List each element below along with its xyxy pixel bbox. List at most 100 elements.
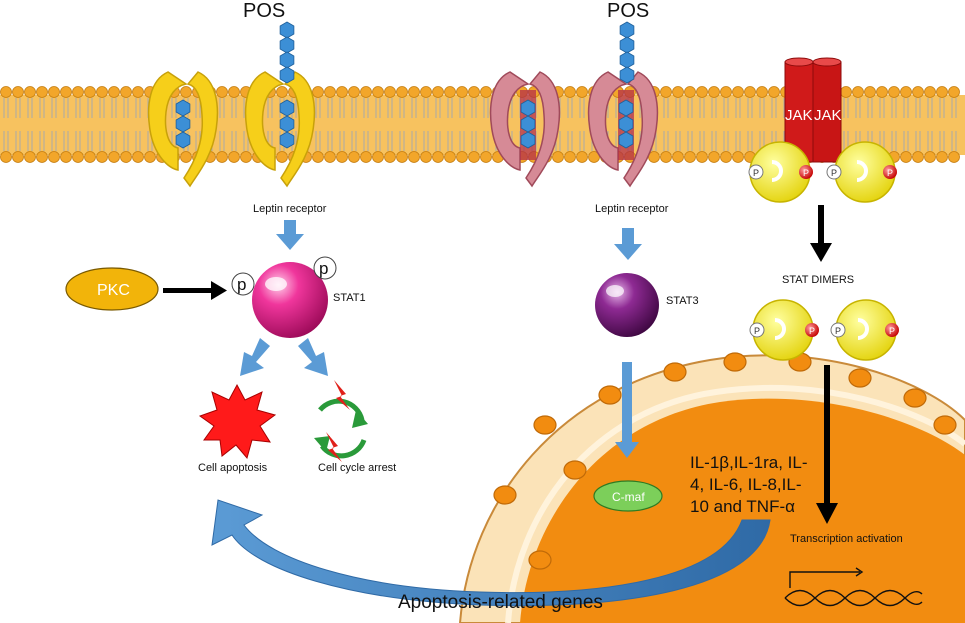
stat1-protein: p p — [231, 256, 337, 338]
lipid-head — [732, 151, 744, 163]
lipid-tail — [267, 98, 273, 151]
phospho-white — [749, 322, 765, 338]
pos-hexagon — [279, 36, 295, 54]
lipid-head — [72, 151, 84, 163]
lipid-tail — [135, 98, 141, 151]
pos-hexagon — [619, 66, 635, 84]
lipid-head — [72, 86, 84, 98]
gene-icon — [784, 567, 923, 607]
receptor-subunit — [623, 71, 659, 188]
lipid-tail — [195, 98, 201, 151]
lipid-head — [84, 86, 96, 98]
lipid-head — [576, 151, 588, 163]
lipid-tail — [579, 98, 585, 151]
pos-hexagon — [279, 66, 295, 84]
pos-hexagon-chain — [520, 99, 536, 149]
phospho-red — [883, 165, 897, 179]
pos-hexagon — [520, 131, 536, 149]
lipid-head — [108, 151, 120, 163]
nuclear-pore — [848, 368, 872, 388]
pos-hexagon — [279, 131, 295, 149]
arrow-transcription-head — [816, 503, 838, 524]
lipid-head — [360, 86, 372, 98]
lipid-tail — [927, 98, 933, 151]
dimer-curl-icon — [856, 160, 868, 182]
lipid-tail — [447, 98, 453, 151]
jak-label: JAK — [785, 107, 813, 124]
phospho-label: p — [237, 275, 246, 294]
lipid-head — [372, 86, 384, 98]
lipid-tail — [435, 98, 441, 151]
nuclear-pore — [723, 352, 747, 372]
arrow-receptor-to-stat3 — [614, 228, 642, 260]
lipid-head — [936, 86, 948, 98]
stat3-label: STAT3 — [666, 295, 699, 307]
pos-hexagon — [618, 115, 634, 133]
phospho-letter: P — [887, 168, 893, 178]
cmaf-label: C-maf — [612, 490, 645, 504]
lipid-head — [696, 151, 708, 163]
lipid-head — [324, 151, 336, 163]
lipid-head — [60, 86, 72, 98]
lightning-icon — [326, 432, 342, 462]
phospho-letter: P — [753, 168, 759, 178]
lipid-head — [420, 86, 432, 98]
nuclear-pore — [598, 385, 622, 405]
lipid-head — [840, 86, 852, 98]
lipid-head — [696, 86, 708, 98]
lipid-tail — [567, 98, 573, 151]
lipid-head — [672, 151, 684, 163]
lipid-head — [348, 86, 360, 98]
pos-hexagon — [520, 115, 536, 133]
lipid-tail — [27, 98, 33, 151]
pos-hexagon — [619, 51, 635, 69]
stat-dimers-label: STAT DIMERS — [782, 274, 855, 286]
stat3-highlight — [606, 285, 624, 297]
lipid-head — [60, 151, 72, 163]
lipid-tail — [471, 98, 477, 151]
lipid-head — [240, 151, 252, 163]
leptin-receptor-left — [147, 71, 316, 188]
lipid-tail — [867, 98, 873, 151]
lipid-head — [108, 86, 120, 98]
lipid-heads-top — [0, 86, 960, 98]
nuclear-pore — [663, 362, 687, 382]
arrow-jak-down-head — [810, 243, 832, 262]
lipid-head — [564, 151, 576, 163]
transcription-activation-label: Transcription activation — [790, 533, 903, 545]
lipid-head — [276, 151, 288, 163]
lipid-head — [552, 151, 564, 163]
lightning-icon — [334, 380, 350, 410]
nuclear-pore — [533, 415, 557, 435]
lipid-tail — [483, 98, 489, 151]
stat-dimer-cytoplasm: P P P P — [749, 299, 899, 361]
lipid-tail — [339, 98, 345, 151]
cmaf-node — [593, 480, 663, 512]
receptor-subunit — [183, 71, 219, 188]
lipid-tail — [363, 98, 369, 151]
phospho-white — [830, 322, 846, 338]
cell-cycle-icon — [314, 380, 368, 462]
lipid-head — [408, 86, 420, 98]
nuclear-pore — [903, 388, 927, 408]
lipid-tail — [111, 98, 117, 151]
lipid-head — [348, 151, 360, 163]
lipid-head — [372, 151, 384, 163]
lipid-head — [948, 151, 960, 163]
dna-strand — [784, 589, 923, 607]
lipid-head — [720, 86, 732, 98]
jak-cylinder — [812, 61, 842, 163]
blue-arrows — [240, 220, 642, 458]
pos-hexagon — [279, 115, 295, 133]
lipid-head — [336, 86, 348, 98]
black-arrows — [163, 205, 838, 524]
pos-label-left: POS — [243, 0, 286, 22]
lipid-head — [12, 86, 24, 98]
lipid-head — [888, 86, 900, 98]
lipid-tail — [723, 98, 729, 151]
dimer-curl-icon — [771, 160, 783, 182]
phospho-circle — [313, 256, 337, 280]
lipid-tail — [699, 98, 705, 151]
jak-cylinder-top — [784, 57, 814, 67]
